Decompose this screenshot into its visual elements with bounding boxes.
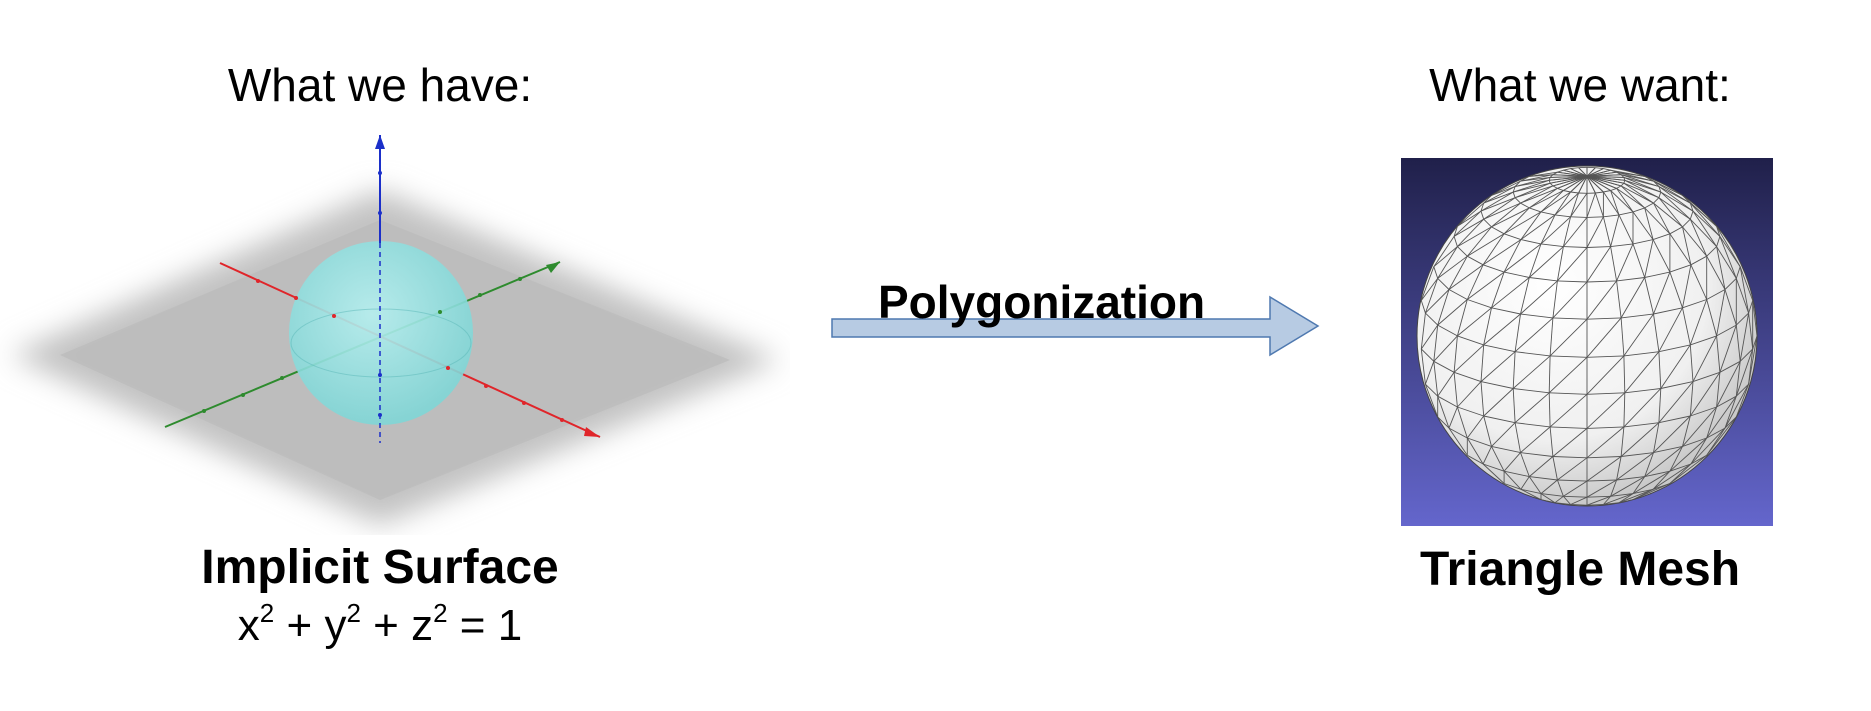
triangle-mesh-render <box>1401 158 1773 526</box>
polygonization-label: Polygonization <box>878 276 1206 328</box>
implicit-surface-label: Implicit Surface <box>201 541 559 594</box>
eq-equals: = <box>459 601 486 650</box>
eq-y: y <box>324 601 347 650</box>
eq-x-exponent: 2 <box>259 598 275 628</box>
triangle-mesh-label: Triangle Mesh <box>1419 543 1741 596</box>
eq-z: z <box>411 601 434 650</box>
polygonization-arrow <box>831 295 1320 357</box>
eq-x: x <box>237 601 260 650</box>
eq-rhs: 1 <box>497 601 523 650</box>
what-we-want-heading: What we want: <box>1429 59 1731 111</box>
sphere-equation: x2 + y2 + z2 = 1 <box>180 598 580 651</box>
implicit-sphere-plot <box>10 135 780 525</box>
eq-plus-2: + <box>373 601 399 650</box>
sphere <box>289 241 473 425</box>
eq-plus-1: + <box>286 601 313 650</box>
what-we-have-heading: What we have: <box>227 59 533 111</box>
eq-y-exponent: 2 <box>346 598 361 628</box>
eq-z-exponent: 2 <box>433 598 448 628</box>
